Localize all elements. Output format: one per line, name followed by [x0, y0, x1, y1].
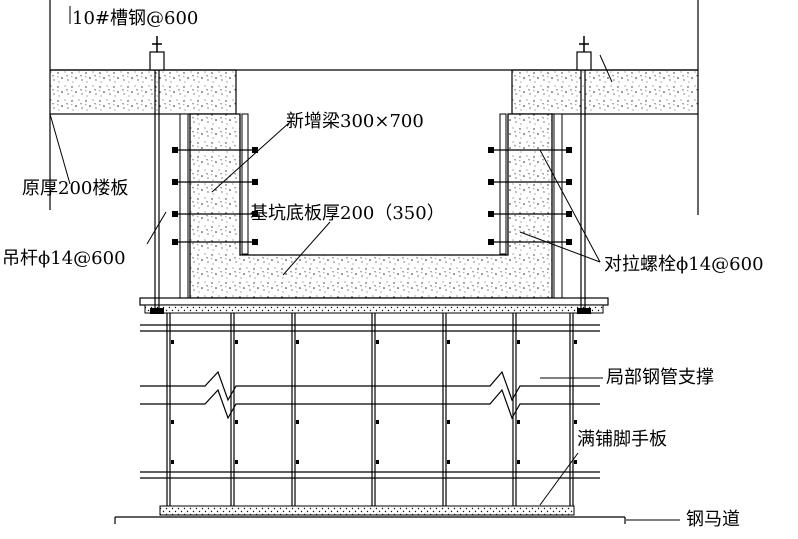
clamp [447, 460, 450, 464]
label-local-steel-support: 局部钢管支撑 [606, 367, 714, 388]
clamp [447, 340, 450, 344]
label-channel-steel: 10#槽钢@600 [72, 8, 199, 29]
clamp [376, 420, 379, 424]
tie-bolt-group [172, 147, 572, 245]
clamp [517, 420, 520, 424]
clamp [517, 460, 520, 464]
label-original-slab: 原厚200楼板 [22, 178, 129, 199]
clamp [235, 340, 238, 344]
label-pit-bottom: 基坑底板厚200（350） [250, 203, 445, 224]
label-tie-bolt: 对拉螺栓ϕ14@600 [604, 254, 764, 275]
steel-walkway-line [114, 516, 626, 524]
bolt-nut [252, 239, 258, 245]
label-steel-walkway: 钢马道 [686, 509, 740, 530]
clamp [296, 420, 299, 424]
bolt-nut [566, 239, 572, 245]
leader-lines [49, 6, 680, 521]
support-tube-break [140, 370, 600, 402]
clamp [447, 420, 450, 424]
bolt-nut [252, 147, 258, 153]
clamp [517, 340, 520, 344]
clamp [235, 420, 238, 424]
bolt-nut [252, 179, 258, 185]
clamp [376, 340, 379, 344]
clamp [235, 460, 238, 464]
clamp [296, 340, 299, 344]
clamp [171, 460, 174, 464]
label-new-beam: 新增梁300×700 [286, 111, 424, 132]
clamp [574, 460, 577, 464]
clamp [574, 420, 577, 424]
label-hanger-rod: 吊杆ϕ14@600 [2, 248, 126, 269]
bolt-nut [488, 211, 494, 217]
hanger-rods [150, 70, 591, 314]
bolt-nut [172, 239, 178, 245]
label-full-scaffold-board: 满铺脚手板 [577, 429, 667, 450]
bolt-nut [566, 211, 572, 217]
steel-tube-support [140, 313, 600, 506]
bolt-nut [172, 211, 178, 217]
bolt-nut [252, 211, 258, 217]
bottom-formwork [139, 297, 609, 314]
bolt-nut [488, 239, 494, 245]
bolt-nut [172, 179, 178, 185]
clamp [574, 340, 577, 344]
clamp [171, 340, 174, 344]
bolt-nut [488, 147, 494, 153]
clamp [296, 460, 299, 464]
bolt-nut [172, 147, 178, 153]
clamp [376, 460, 379, 464]
scaffold-board [159, 505, 575, 516]
channel-steel-right [576, 36, 592, 71]
channel-steel-left [149, 36, 165, 71]
bolt-nut [488, 179, 494, 185]
bolt-nut [566, 147, 572, 153]
bolt-nut [566, 179, 572, 185]
original-floor-slab [49, 0, 699, 215]
clamp [171, 420, 174, 424]
support-tube-break [140, 388, 600, 420]
